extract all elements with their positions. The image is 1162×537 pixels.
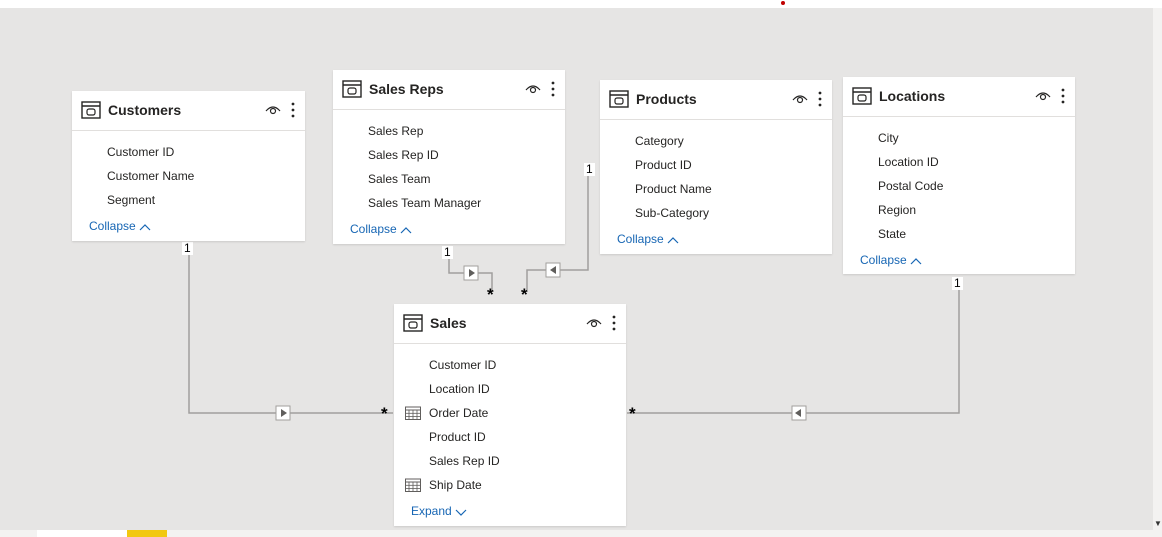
page-tabs-bar xyxy=(0,530,1162,537)
more-options-icon[interactable] xyxy=(1061,88,1065,104)
more-options-icon[interactable] xyxy=(818,91,822,107)
page-tab-accent[interactable] xyxy=(127,530,167,537)
collapse-button[interactable]: Collapse xyxy=(617,232,679,246)
table-card-sales-reps[interactable]: Sales Reps Sales Rep Sales Rep ID Sales … xyxy=(333,70,565,244)
cardinality-many-label: * xyxy=(629,404,636,423)
chevron-up-icon xyxy=(910,257,922,265)
field-item[interactable]: Product ID xyxy=(429,430,486,444)
field-item[interactable]: Customer ID xyxy=(107,145,175,159)
more-options-icon[interactable] xyxy=(612,315,616,331)
field-item[interactable]: Segment xyxy=(107,193,156,207)
cardinality-one-label: 1 xyxy=(584,162,595,176)
table-icon xyxy=(852,87,872,105)
table-card-header[interactable]: Products xyxy=(600,80,832,120)
expand-label: Expand xyxy=(411,504,452,518)
collapse-button[interactable]: Collapse xyxy=(89,219,151,233)
field-item[interactable]: Customer Name xyxy=(107,169,195,183)
chevron-up-icon xyxy=(667,236,679,244)
table-title: Sales Reps xyxy=(369,81,444,97)
table-icon xyxy=(81,101,101,119)
table-icon xyxy=(403,314,423,332)
eye-icon[interactable] xyxy=(792,93,808,105)
table-card-header[interactable]: Locations xyxy=(843,77,1075,117)
relationship-customers-sales xyxy=(188,250,393,414)
cardinality-one-label: 1 xyxy=(442,245,453,259)
collapse-label: Collapse xyxy=(89,219,136,233)
chevron-down-icon xyxy=(455,509,467,516)
field-label: Ship Date xyxy=(429,478,482,492)
field-item[interactable]: State xyxy=(878,227,907,241)
field-item[interactable]: Category xyxy=(635,134,684,148)
collapse-label: Collapse xyxy=(350,222,397,236)
calendar-icon xyxy=(405,406,421,420)
field-item[interactable]: Sales Rep xyxy=(368,124,424,138)
field-item[interactable]: Sales Rep ID xyxy=(368,148,439,162)
cardinality-many-label: * xyxy=(487,285,494,304)
table-title: Sales xyxy=(430,315,467,331)
eye-icon[interactable] xyxy=(525,83,541,95)
table-icon xyxy=(342,80,362,98)
table-card-sales[interactable]: Sales Customer ID Location ID Order Date… xyxy=(394,304,626,526)
table-card-customers[interactable]: Customers Customer ID Customer Name Segm… xyxy=(72,91,305,241)
field-item[interactable]: Location ID xyxy=(429,382,490,396)
collapse-button[interactable]: Collapse xyxy=(350,222,412,236)
table-card-header[interactable]: Sales xyxy=(394,304,626,344)
collapse-label: Collapse xyxy=(860,253,907,267)
page-tab[interactable] xyxy=(37,530,127,537)
field-item[interactable]: Location ID xyxy=(878,155,939,169)
field-item[interactable]: City xyxy=(878,131,899,145)
field-item[interactable]: Sub-Category xyxy=(635,206,710,220)
chevron-up-icon xyxy=(139,223,151,231)
relationship-locations-sales xyxy=(627,287,960,414)
field-item[interactable]: Sales Team xyxy=(368,172,431,186)
more-options-icon[interactable] xyxy=(291,102,295,118)
calendar-icon xyxy=(405,478,421,492)
field-item[interactable]: Sales Team Manager xyxy=(368,196,482,210)
field-item[interactable]: Product Name xyxy=(635,182,712,196)
table-card-header[interactable]: Sales Reps xyxy=(333,70,565,110)
table-card-products[interactable]: Products Category Product ID Product Nam… xyxy=(600,80,832,254)
collapse-label: Collapse xyxy=(617,232,664,246)
eye-icon[interactable] xyxy=(586,317,602,329)
cardinality-many-label: * xyxy=(521,285,528,304)
collapse-button[interactable]: Collapse xyxy=(860,253,922,267)
expand-button[interactable]: Expand xyxy=(411,504,467,518)
field-label: Order Date xyxy=(429,406,489,420)
field-item[interactable]: Product ID xyxy=(635,158,692,172)
table-title: Customers xyxy=(108,102,182,118)
cardinality-many-label: * xyxy=(381,404,388,423)
scroll-down-icon[interactable]: ▼ xyxy=(1154,519,1162,528)
table-card-locations[interactable]: Locations City Location ID Postal Code R… xyxy=(843,77,1075,274)
cardinality-one-label: 1 xyxy=(952,276,963,290)
field-item-date[interactable]: Ship Date xyxy=(394,473,626,497)
field-item[interactable]: Customer ID xyxy=(429,358,497,372)
table-icon xyxy=(609,90,629,108)
vertical-scrollbar[interactable]: ▼ xyxy=(1153,8,1162,530)
field-item[interactable]: Sales Rep ID xyxy=(429,454,500,468)
chevron-up-icon xyxy=(400,226,412,234)
table-title: Products xyxy=(636,91,697,107)
field-item-date[interactable]: Order Date xyxy=(394,401,626,425)
field-item[interactable]: Region xyxy=(878,203,917,217)
table-card-header[interactable]: Customers xyxy=(72,91,305,131)
eye-icon[interactable] xyxy=(1035,90,1051,102)
more-options-icon[interactable] xyxy=(551,81,555,97)
notification-dot xyxy=(781,1,785,5)
eye-icon[interactable] xyxy=(265,104,281,116)
cardinality-one-label: 1 xyxy=(182,241,193,255)
table-title: Locations xyxy=(879,88,946,104)
field-item[interactable]: Postal Code xyxy=(878,179,944,193)
